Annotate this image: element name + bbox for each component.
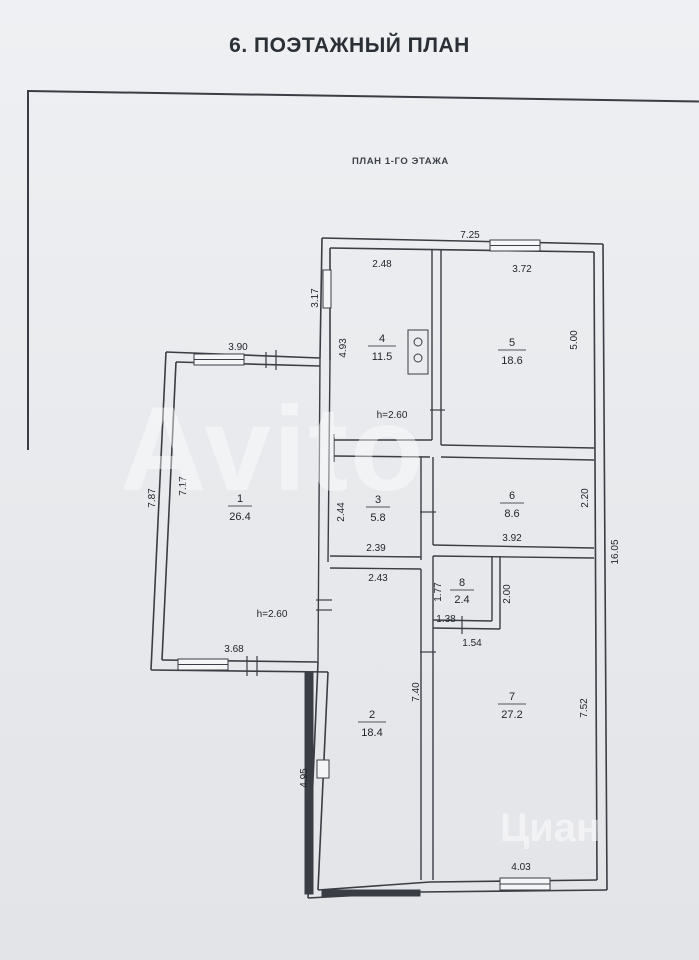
dim-r5-top: 3.72	[512, 264, 532, 275]
dim-r4-height: 4.93	[338, 338, 349, 358]
windows	[177, 239, 551, 897]
outer-walls	[150, 237, 608, 899]
dim-r6-height: 2.20	[580, 488, 591, 508]
dim-r3-height: 2.44	[336, 502, 347, 522]
room-2-area: 18.4	[361, 727, 382, 739]
dim-r1-inner-height: 7.17	[178, 476, 189, 496]
room-5-label: 5 18.6	[498, 337, 526, 367]
dim-r2-height: 7.40	[411, 682, 422, 702]
room-1-label: 1 26.4 h=2.60	[228, 493, 288, 620]
dim-r7-bottom: 4.03	[511, 862, 531, 873]
dim-r1-top: 3.90	[228, 342, 248, 353]
frame-left-border	[27, 90, 29, 450]
room-1-area: 26.4	[229, 511, 250, 523]
room-2-number: 2	[369, 709, 375, 721]
room-8-area: 2.4	[454, 594, 469, 606]
dim-total-height: 16.05	[610, 539, 621, 564]
dim-r8-bottom-left: 1.38	[436, 614, 456, 625]
room-3-number: 3	[375, 494, 381, 506]
room-4-label: 4 11.5 h=2.60	[368, 333, 408, 421]
room-4-number: 4	[379, 333, 385, 345]
room-3-area: 5.8	[370, 512, 385, 524]
dim-r7-top: 3.92	[502, 533, 522, 544]
stove-icon	[407, 329, 429, 375]
dim-r1-bottom: 3.68	[224, 644, 244, 655]
room-6-label: 6 8.6	[500, 490, 524, 520]
room-5-number: 5	[509, 337, 515, 349]
room-2-label: 2 18.4	[358, 709, 386, 739]
dim-left-upper: 3.17	[310, 288, 321, 308]
dim-r5-height: 5.00	[569, 330, 580, 350]
document-title: 6. ПОЭТАЖНЫЙ ПЛАН	[229, 34, 470, 57]
plan-title: ПЛАН 1-ГО ЭТАЖА	[352, 156, 449, 167]
dim-r2-left: 4.95	[299, 768, 310, 788]
room-7-number: 7	[509, 691, 515, 703]
dim-r8-bottom: 1.54	[462, 638, 482, 649]
interior-walls	[317, 250, 595, 880]
room-3-label: 3 5.8	[366, 494, 390, 524]
room-1-number: 1	[237, 493, 243, 505]
room-4-area: 11.5	[372, 351, 393, 363]
dimension-labels: 7.25 2.48 3.72 3.17 4.93 5.00 3.90 7.87 …	[147, 230, 621, 873]
dim-r4-top: 2.48	[372, 259, 392, 270]
dim-r3-bottom: 2.39	[366, 543, 386, 554]
door-marks	[246, 350, 463, 676]
room-7-area: 27.2	[501, 709, 522, 721]
dim-r7-height: 7.52	[579, 698, 590, 718]
dim-r2-top: 2.43	[368, 573, 388, 584]
radiator-icon	[316, 759, 330, 779]
room-6-area: 8.6	[504, 508, 519, 520]
dim-r8-right: 2.00	[502, 584, 513, 604]
room-1-height: h=2.60	[257, 609, 288, 620]
room-8-number: 8	[459, 577, 465, 589]
room-6-number: 6	[509, 490, 515, 502]
dim-r1-outer-height: 7.87	[147, 488, 158, 508]
room-7-label: 7 27.2	[498, 691, 526, 721]
dim-r8-height: 1.77	[433, 582, 444, 602]
room-5-area: 18.6	[501, 355, 522, 367]
room-8-label: 8 2.4	[450, 577, 474, 606]
dim-top-total: 7.25	[460, 230, 480, 241]
room-4-height: h=2.60	[377, 410, 408, 421]
